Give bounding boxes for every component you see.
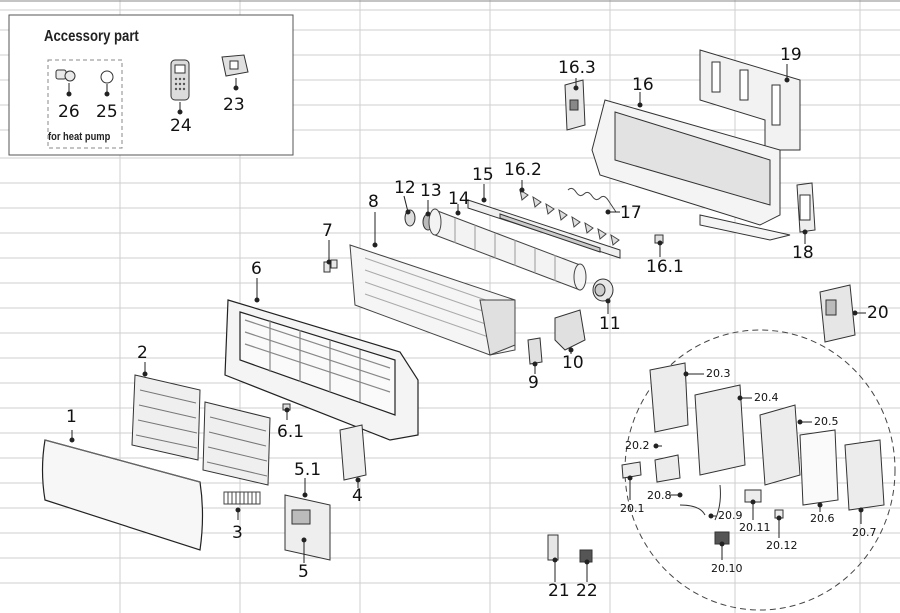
part-2-filters: [131, 374, 271, 486]
label-part-20-11: 20.11: [739, 521, 771, 534]
label-part-20-12: 20.12: [766, 539, 798, 552]
label-part-20-10: 20.10: [711, 562, 743, 575]
label-part-20-1: 20.1: [620, 502, 645, 515]
part-16-chassis: [591, 99, 791, 241]
part-14-crossflow-fan: [428, 208, 587, 291]
part-15-louver: [467, 199, 621, 259]
part-5-display-box: [284, 494, 331, 561]
part-17-spring: [567, 187, 617, 213]
label-part-5-1: 5.1: [294, 460, 322, 480]
label-part-20-2: 20.2: [625, 439, 650, 452]
label-part-23: 23: [223, 95, 245, 115]
part-20-control-box: [819, 284, 856, 343]
accessory-box: [8, 14, 294, 156]
part-25-ring: [100, 70, 114, 84]
label-part-20-4: 20.4: [754, 391, 779, 404]
label-part-16-3: 16.3: [558, 58, 596, 78]
label-part-26: 26: [58, 102, 80, 122]
part-26-fitting: [55, 69, 76, 82]
label-part-6: 6: [251, 259, 262, 279]
label-part-24: 24: [170, 116, 192, 136]
heat-pump-note: for heat pump: [48, 131, 111, 143]
part-11-motor: [592, 278, 614, 302]
label-part-20-8: 20.8: [647, 489, 672, 502]
label-part-1: 1: [66, 407, 77, 427]
label-part-22: 22: [576, 581, 598, 601]
part-18-bracket: [796, 182, 816, 233]
part-23-remote-holder-icon: [221, 54, 249, 77]
label-part-16-2: 16.2: [504, 160, 542, 180]
part-4-display-bracket: [339, 424, 367, 481]
label-part-19: 19: [780, 45, 802, 65]
label-part-21: 21: [548, 581, 570, 601]
label-part-5: 5: [298, 562, 309, 582]
label-part-11: 11: [599, 314, 621, 334]
label-part-18: 18: [792, 243, 814, 263]
label-part-20-9: 20.9: [718, 509, 743, 522]
part-10-motor-cover: [554, 309, 586, 351]
label-part-20-3: 20.3: [706, 367, 731, 380]
label-part-16: 16: [632, 75, 654, 95]
label-part-10: 10: [562, 353, 584, 373]
label-part-8: 8: [368, 192, 379, 212]
part-20-subparts: [621, 362, 885, 545]
label-part-17: 17: [620, 203, 642, 223]
label-part-15: 15: [472, 165, 494, 185]
heat-pump-dashed-box: [47, 59, 123, 149]
label-part-9: 9: [528, 373, 539, 393]
label-part-16-1: 16.1: [646, 257, 684, 277]
label-part-25: 25: [96, 102, 118, 122]
label-part-14: 14: [448, 189, 470, 209]
label-part-20-7: 20.7: [852, 526, 877, 539]
label-part-20-6: 20.6: [810, 512, 835, 525]
part-9-bracket: [527, 337, 543, 365]
label-part-13: 13: [420, 181, 442, 201]
label-part-3: 3: [232, 523, 243, 543]
label-part-20: 20: [867, 303, 889, 323]
accessory-title: Accessory part: [44, 28, 139, 45]
label-part-6-1: 6.1: [277, 422, 305, 442]
part-3-grille: [223, 491, 261, 505]
label-part-20-5: 20.5: [814, 415, 839, 428]
leader-lines: [69, 64, 866, 582]
label-part-12: 12: [394, 178, 416, 198]
part-16-3-bracket: [564, 79, 586, 131]
label-part-2: 2: [137, 343, 148, 363]
label-part-4: 4: [352, 486, 363, 506]
part-24-remote-icon: [170, 59, 190, 101]
part-1-front-panel: [41, 439, 204, 551]
label-part-7: 7: [322, 221, 333, 241]
part-8-evaporator: [349, 244, 516, 356]
part-6-front-frame: [224, 299, 419, 441]
